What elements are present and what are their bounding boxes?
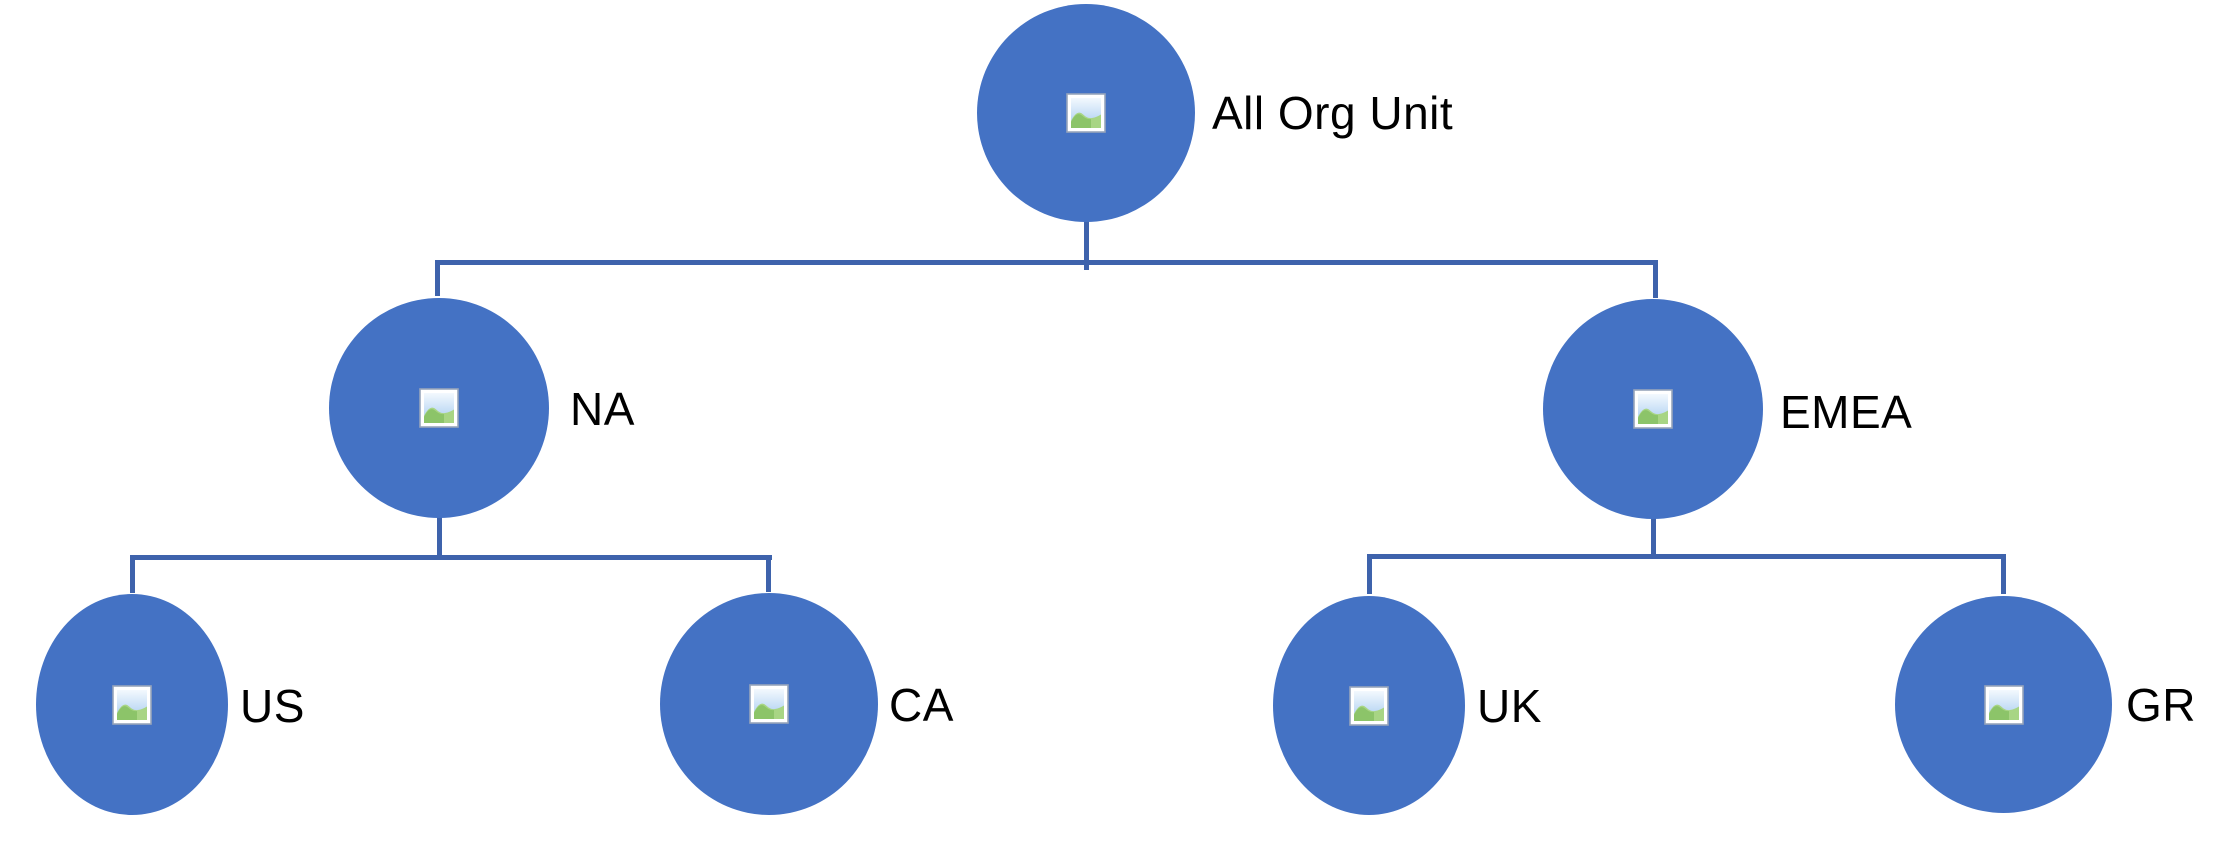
connector-emea-crossbar [1367, 554, 2006, 559]
org-node-label-na: NA [570, 383, 635, 435]
connector-drop-emea [1653, 260, 1658, 298]
org-node-label-us: US [240, 680, 305, 732]
connector-root-stem [1084, 218, 1089, 270]
org-node-label-uk: UK [1477, 680, 1542, 732]
picture-icon [1983, 684, 2024, 725]
org-node-label-ca: CA [889, 679, 954, 731]
picture-icon [112, 684, 152, 725]
connector-root-crossbar [435, 260, 1656, 265]
connector-na-crossbar [130, 555, 772, 560]
picture-icon [749, 684, 789, 724]
connector-na-stem [437, 517, 442, 558]
org-node-na[interactable] [329, 298, 549, 518]
org-node-label-gr: GR [2126, 679, 2196, 731]
connector-drop-uk [1367, 554, 1372, 594]
picture-icon [1633, 389, 1673, 429]
org-node-ca[interactable] [660, 593, 878, 815]
connector-drop-na [435, 260, 440, 296]
connector-drop-gr [2001, 554, 2006, 594]
org-node-uk[interactable] [1273, 596, 1465, 815]
org-node-us[interactable] [36, 594, 228, 815]
org-node-gr[interactable] [1895, 596, 2112, 813]
picture-icon [1349, 685, 1389, 726]
org-node-all-org-unit[interactable] [977, 4, 1195, 222]
connector-emea-stem [1651, 517, 1656, 557]
connector-drop-ca [766, 555, 771, 592]
picture-icon [419, 388, 459, 428]
org-node-emea[interactable] [1543, 299, 1763, 519]
picture-icon [1066, 93, 1106, 133]
org-node-label-all-org-unit: All Org Unit [1212, 87, 1454, 139]
connector-drop-us [130, 555, 135, 593]
org-node-label-emea: EMEA [1780, 386, 1913, 438]
